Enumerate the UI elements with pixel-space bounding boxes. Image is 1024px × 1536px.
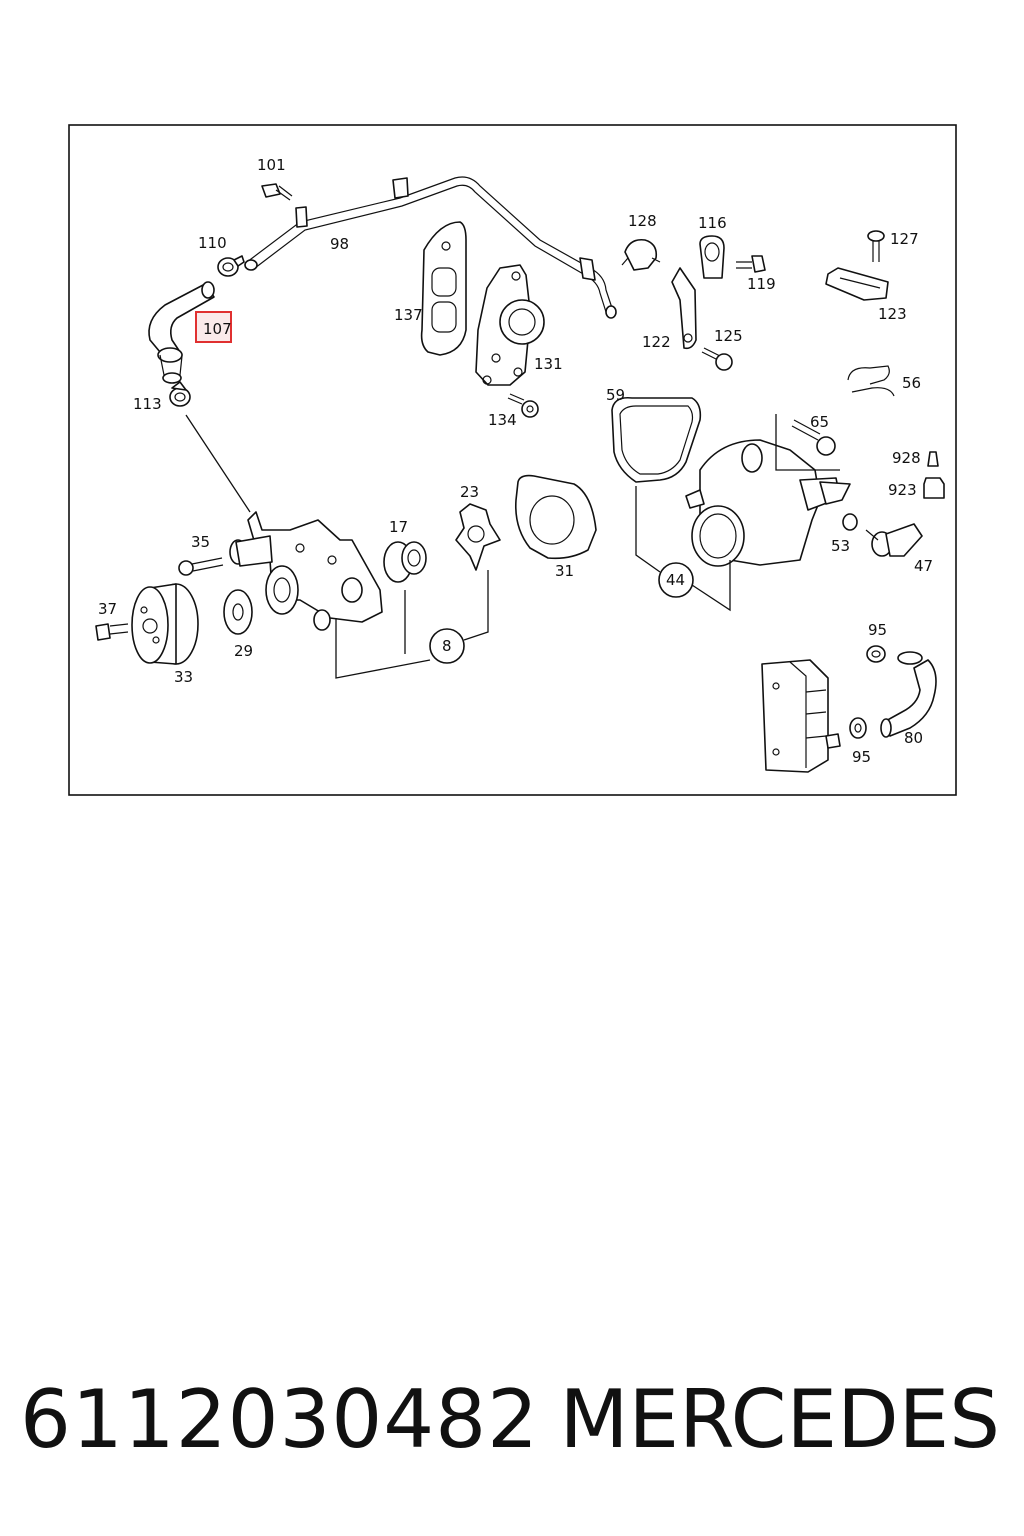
bolt-134 [507, 393, 539, 418]
flange-29 [223, 589, 253, 635]
bolt-65 [791, 419, 836, 456]
connector-928 [927, 451, 939, 467]
label-31: 31 [555, 562, 574, 580]
parts-diagram: 101 110 98 107 113 137 131 134 128 116 1… [68, 124, 957, 796]
label-128: 128 [628, 212, 657, 230]
label-44: 44 [666, 571, 685, 589]
label-35: 35 [191, 533, 210, 551]
label-131: 131 [534, 355, 563, 373]
bolt-35 [178, 557, 224, 576]
label-928: 928 [892, 449, 921, 467]
clamp-110 [217, 255, 245, 277]
label-137: 137 [394, 306, 423, 324]
bolt-37 [95, 623, 129, 641]
label-17: 17 [389, 518, 408, 536]
part-number: 6112030482 [20, 1373, 539, 1466]
label-98: 98 [330, 235, 349, 253]
label-80: 80 [904, 729, 923, 747]
clamp-113 [169, 381, 191, 407]
hose-107 [148, 281, 215, 384]
label-8: 8 [442, 637, 452, 655]
connector-923 [923, 477, 945, 499]
label-53: 53 [831, 537, 850, 555]
bolt-101 [261, 183, 293, 201]
bracket-122 [671, 267, 697, 350]
gasket-31 [514, 474, 597, 560]
label-47: 47 [914, 557, 933, 575]
highlight-box-107 [195, 311, 232, 343]
bolt-119 [736, 255, 766, 273]
label-37: 37 [98, 600, 117, 618]
hose-80 [880, 651, 937, 738]
bolt-127 [867, 230, 885, 262]
label-95-top: 95 [868, 621, 887, 639]
label-134: 134 [488, 411, 517, 429]
bolt-125 [701, 347, 733, 371]
label-29: 29 [234, 642, 253, 660]
label-123: 123 [878, 305, 907, 323]
footer: 6112030482 MERCEDES [0, 1365, 1024, 1475]
label-101: 101 [257, 156, 286, 174]
clip-116 [699, 235, 725, 279]
label-33: 33 [174, 668, 193, 686]
label-95-bottom: 95 [852, 748, 871, 766]
bearing-17 [383, 541, 427, 583]
gasket-137 [420, 221, 467, 356]
seal-ring-53 [842, 513, 858, 531]
bracket-123 [825, 267, 889, 301]
spring-clip-56 [847, 365, 895, 397]
label-107: 107 [203, 320, 232, 338]
coolant-pipe-98 [244, 176, 617, 319]
impeller-23 [455, 503, 501, 571]
diagram-frame [68, 124, 957, 796]
label-56: 56 [902, 374, 921, 392]
clip-128 [621, 238, 661, 271]
label-127: 127 [890, 230, 919, 248]
thermostat-housing-44 [685, 414, 851, 567]
clamp-95-top [866, 645, 886, 663]
label-122: 122 [642, 333, 671, 351]
label-125: 125 [714, 327, 743, 345]
clamp-95-bottom [849, 717, 867, 739]
label-65: 65 [810, 413, 829, 431]
water-pump [229, 511, 383, 631]
pulley-33 [131, 583, 199, 665]
label-119: 119 [747, 275, 776, 293]
gasket-59 [611, 396, 702, 483]
label-110: 110 [198, 234, 227, 252]
brand-name: MERCEDES [559, 1373, 1000, 1466]
label-923: 923 [888, 481, 917, 499]
sensor-47 [865, 523, 923, 557]
label-59: 59 [606, 386, 625, 404]
oil-cooler [761, 659, 841, 773]
label-23: 23 [460, 483, 479, 501]
housing-131 [475, 264, 545, 386]
label-113: 113 [133, 395, 162, 413]
label-116: 116 [698, 214, 727, 232]
